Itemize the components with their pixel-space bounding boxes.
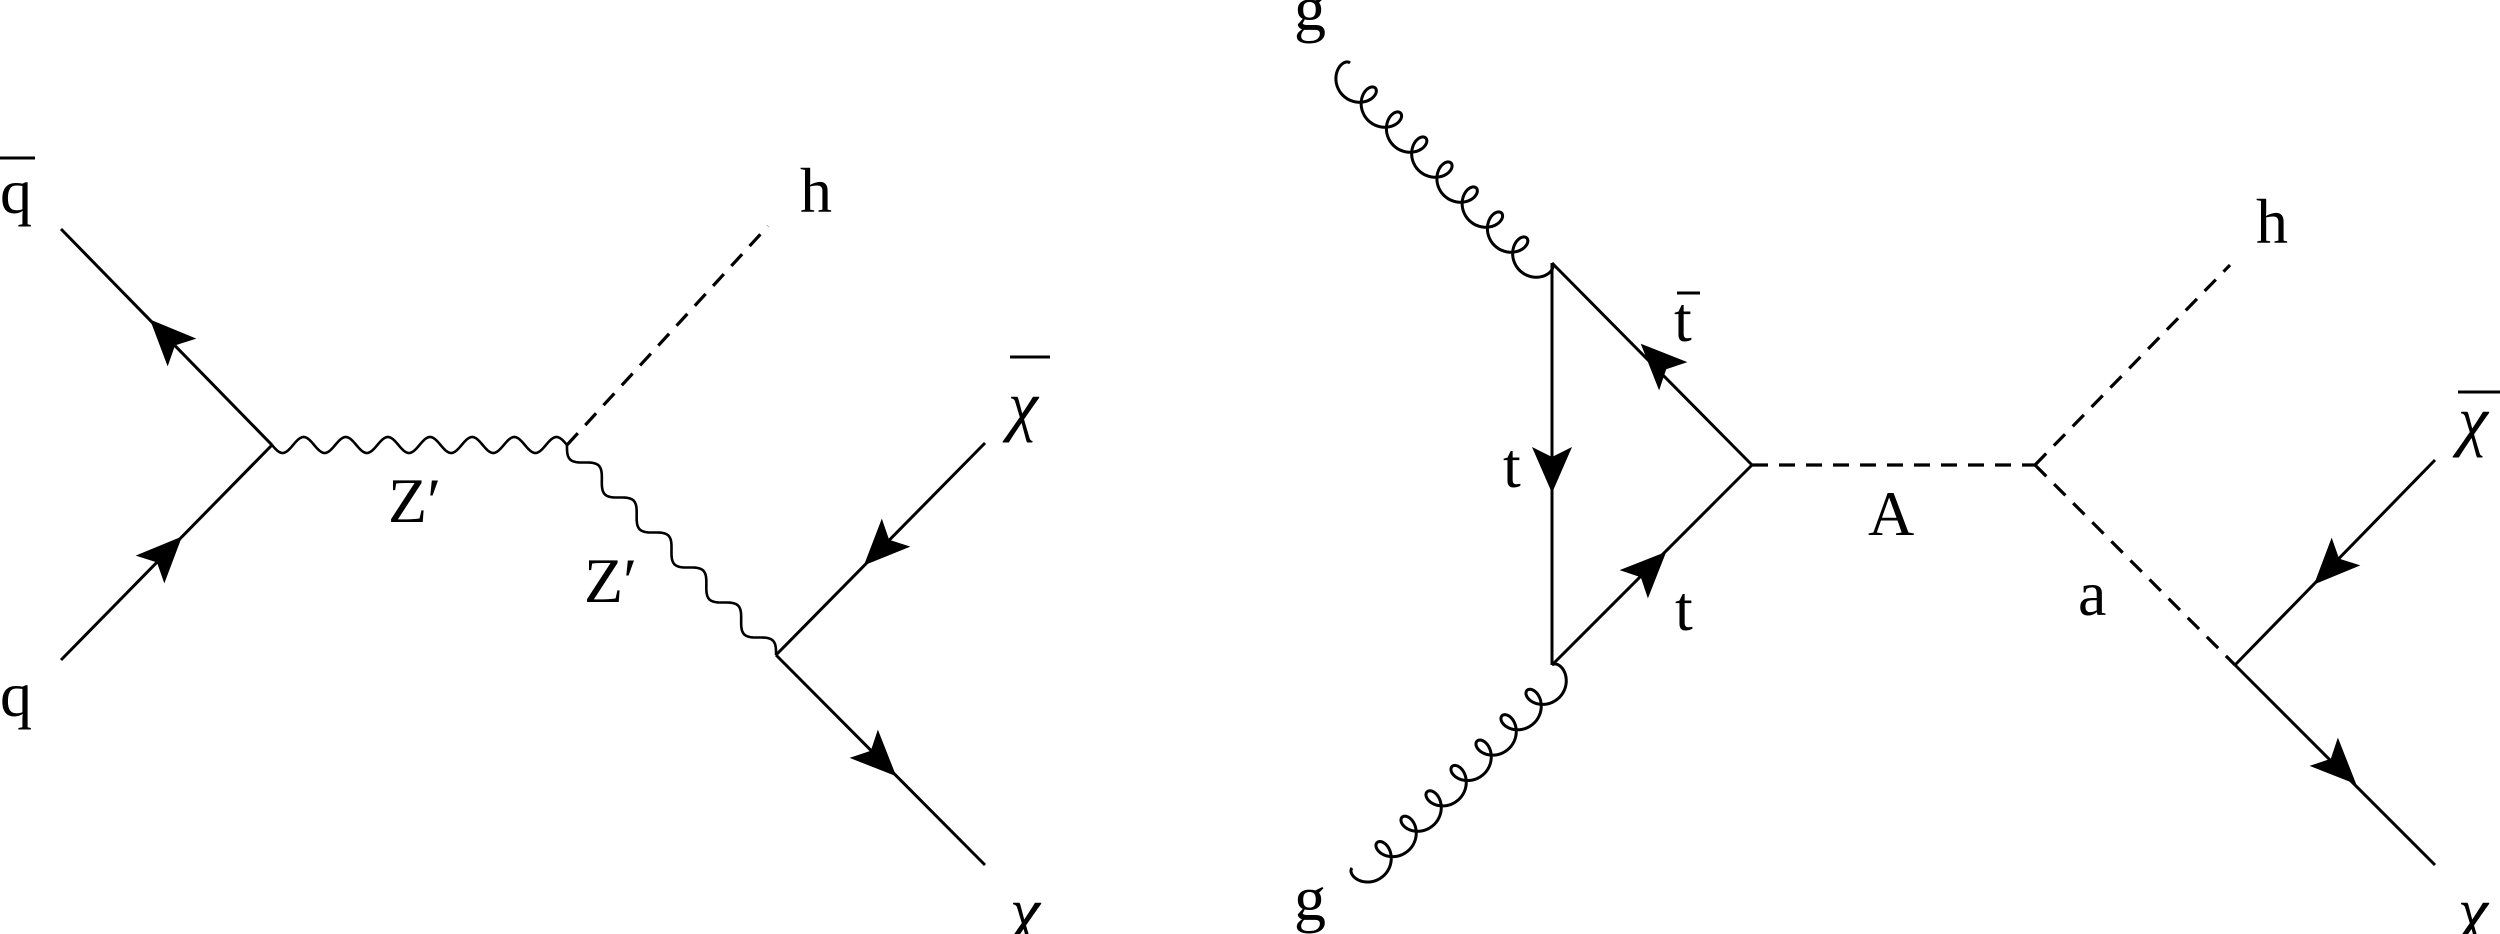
propagator-zprime-horizontal: [271, 435, 568, 455]
arrow-chibar: [863, 518, 911, 566]
arrow-chi: [849, 729, 897, 777]
scalar-line-a: [2033, 463, 2237, 667]
label-chi: χ: [1004, 873, 1042, 934]
diagram-2hdm-a-mono-higgs: [1334, 60, 2437, 884]
diagram-zprime-mono-higgs: [59, 224, 987, 867]
label-zprime-diagonal: Z′: [584, 545, 637, 616]
label-h: h: [800, 155, 832, 226]
arrow-chi: [2309, 737, 2357, 785]
label-g-top: g: [1294, 0, 1326, 44]
label-chibar-2: χ: [2452, 382, 2490, 458]
label-q: q: [0, 659, 32, 730]
arrow-tbar: [1640, 343, 1688, 391]
propagator-zprime-diagonal: [565, 444, 778, 656]
arrow-q: [135, 536, 183, 584]
label-g-bottom: g: [1294, 863, 1326, 934]
scalar-line-h: [565, 224, 770, 447]
arrow-qbar: [149, 319, 197, 367]
label-a: a: [2078, 558, 2106, 629]
label-t-bottom: t: [1675, 573, 1693, 644]
label-h-2: h: [2256, 186, 2288, 257]
diagram-1-labels: q q Z′ Z′ h χ χ: [0, 155, 1050, 934]
label-chi-2: χ: [2452, 873, 2490, 934]
label-chibar: χ: [1002, 367, 1040, 443]
label-t-left: t: [1503, 430, 1521, 501]
arrow-t-vertical: [1532, 447, 1572, 493]
gluon-top: [1334, 60, 1555, 279]
scalar-line-h: [2033, 263, 2232, 467]
gluon-bottom: [1349, 662, 1568, 884]
label-qbar: q: [0, 156, 32, 227]
arrow-t-lower: [1619, 551, 1667, 599]
label-tbar: t: [1674, 284, 1692, 355]
label-A: A: [1868, 478, 1914, 549]
label-zprime-horizontal: Z′: [388, 465, 441, 536]
diagram-2-labels: g g t t t A a h χ χ: [1294, 0, 2500, 934]
arrow-chibar: [2313, 537, 2361, 585]
